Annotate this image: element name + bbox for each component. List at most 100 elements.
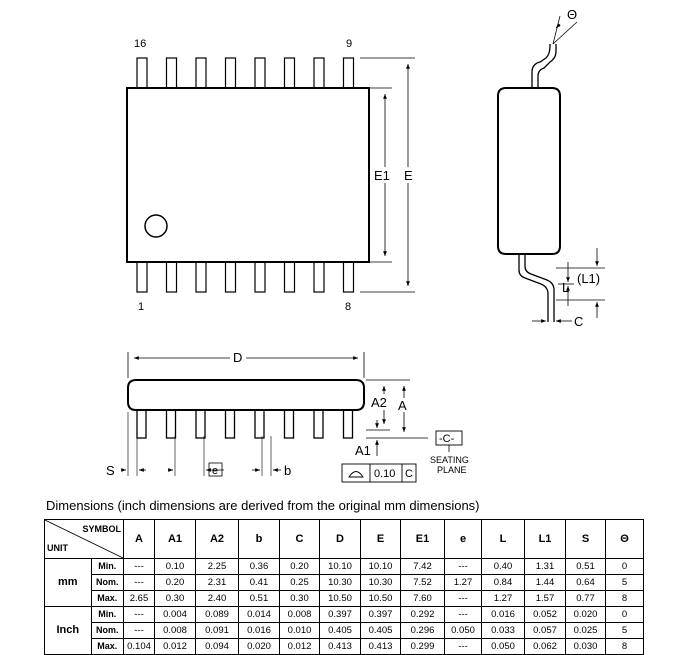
bottom-pin [224,261,237,293]
table-cell: 1.31 [524,558,566,575]
package-body-front [127,379,365,411]
table-cell: 0.104 [123,638,155,655]
row-label: Max. [90,590,125,607]
side-view [497,15,605,323]
top-pin [283,57,296,89]
unit-cell: mm [44,558,92,607]
table-cell: 0.025 [565,622,606,639]
datum-c-label: -C- [439,433,455,445]
dim-c-label: C [574,314,583,329]
package-body-top [126,87,370,263]
front-leads [136,409,354,439]
table-cell: 0.20 [279,558,320,575]
table-cell: 0.062 [524,638,566,655]
column-header: E [360,519,401,559]
dim-l-label: L [562,280,569,295]
pin-1-label: 1 [138,301,144,313]
table-cell: 5 [605,622,644,639]
table-cell: 5 [605,574,644,591]
table-cell: 0.397 [319,606,361,623]
table-cell: 0.057 [524,622,566,639]
table-cell: 0.012 [154,638,196,655]
unit-cell: Inch [44,606,92,655]
table-cell: 0 [605,606,644,623]
flatness-tolerance-frame [341,463,417,483]
top-pin [195,57,207,89]
table-cell: 0.20 [154,574,196,591]
lead-profile [537,44,557,88]
table-cell: 0.020 [238,638,280,655]
bottom-pin [254,261,266,293]
table-cell: --- [123,558,155,575]
dim-d-label: D [233,350,242,365]
table-cell: 0.089 [195,606,239,623]
top-pins [136,57,355,89]
table-cell: 10.50 [360,590,401,607]
table-cell: 0.77 [565,590,606,607]
column-header: D [319,519,361,559]
dim-e-pitch-label: e [212,465,218,477]
table-cell: 0.050 [481,638,525,655]
column-header: C [279,519,320,559]
table-cell: 10.10 [360,558,401,575]
pin-16-label: 16 [134,38,146,50]
table-cell: 2.40 [195,590,239,607]
top-pin [313,57,325,89]
front-view [121,352,463,483]
table-cell: 7.60 [400,590,445,607]
front-lead [195,409,206,439]
table-cell: 7.42 [400,558,445,575]
dim-e1-label: E1 [374,168,390,183]
table-cell: 1.27 [481,590,525,607]
front-lead [342,409,354,439]
dim-a2-label: A2 [371,395,387,410]
dim-l1-label: (L1) [577,271,600,286]
pin-8-label: 8 [345,301,351,313]
dim-a1-label: A1 [355,443,371,458]
front-lead [165,409,177,439]
top-pin [224,57,237,89]
table-cell: --- [444,638,482,655]
dimensions-caption: Dimensions (inch dimensions are derived … [46,498,480,513]
dim-e-label: E [404,168,413,183]
table-cell: 0.008 [279,606,320,623]
table-cell: 2.65 [123,590,155,607]
table-cell: 0.51 [565,558,606,575]
table-cell: 0.30 [154,590,196,607]
pin1-marker [144,214,168,238]
row-label: Nom. [90,574,125,591]
seating-plane-label-1: SEATING [430,455,469,465]
table-cell: 0.299 [400,638,445,655]
table-cell: 10.10 [319,558,361,575]
front-lead [313,409,324,439]
table-cell: 0.25 [279,574,320,591]
table-cell: 0.091 [195,622,239,639]
table-cell: 0.292 [400,606,445,623]
corner-unit-label: UNIT [47,543,68,553]
table-cell: 0.84 [481,574,525,591]
row-label: Nom. [90,622,125,639]
table-cell: 0.033 [481,622,525,639]
table-cell: 0.016 [481,606,525,623]
table-cell: 0.40 [481,558,525,575]
row-label: Min. [90,558,125,575]
table-cell: 0.413 [319,638,361,655]
column-header: A2 [195,519,239,559]
table-cell: 0.004 [154,606,196,623]
table-cell: 0.296 [400,622,445,639]
table-cell: 2.31 [195,574,239,591]
column-header: L1 [524,519,566,559]
top-pin [254,57,266,89]
column-header: A [123,519,155,559]
front-lead [254,409,265,439]
column-header: A1 [154,519,196,559]
column-header: Θ [605,519,644,559]
table-cell: 1.27 [444,574,482,591]
table-cell: 0.405 [360,622,401,639]
package-drawing: E1 E 16 9 1 8 Θ (L1) L C [106,7,605,483]
